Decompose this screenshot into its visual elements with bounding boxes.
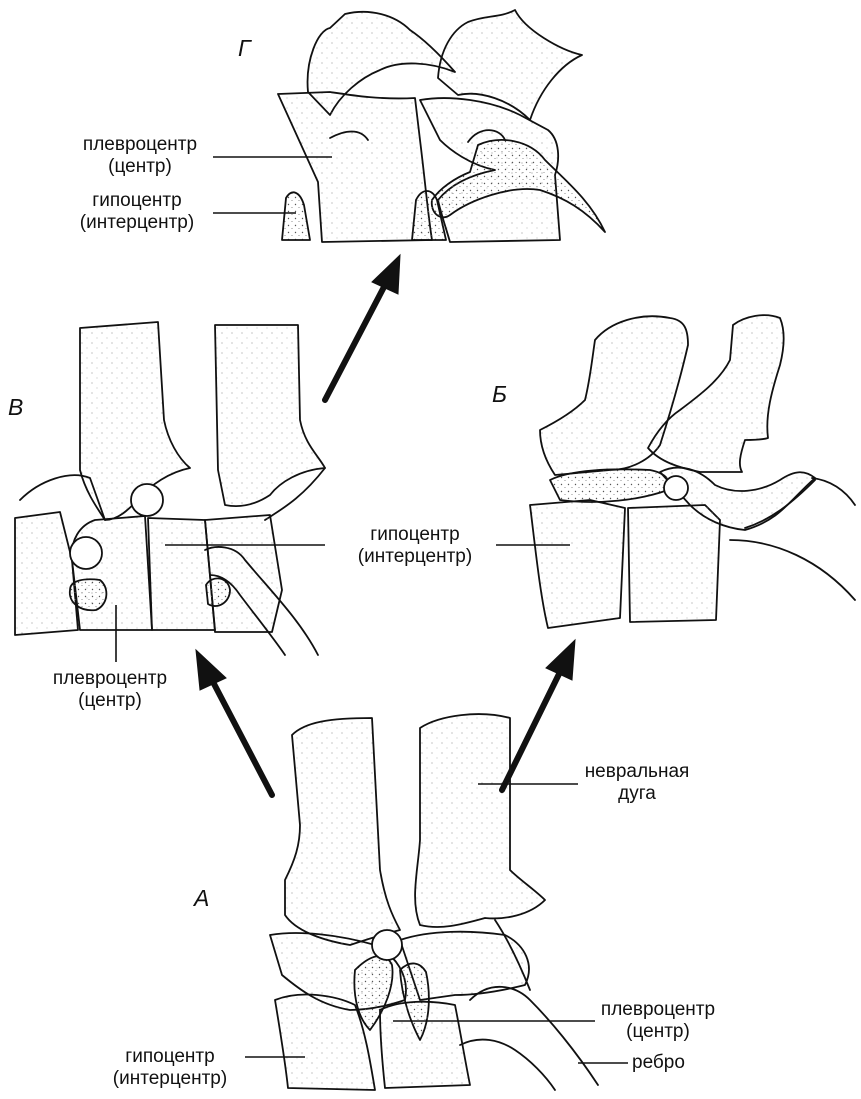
arrow-v-to-g (325, 285, 385, 400)
label-line: дуга (572, 783, 702, 805)
label-line: гипоцентр (340, 524, 490, 546)
label-line: гипоцентр (62, 190, 212, 212)
label-g-hypocenter: гипоцентр (интерцентр) (62, 190, 212, 234)
label-a-pleurocenter: плевроцентр (центр) (588, 999, 728, 1043)
arrow-v-to-g-head (372, 255, 400, 294)
vertebra-group-a (270, 714, 598, 1090)
label-line: плевроцентр (40, 668, 180, 690)
arrow-a-to-v (212, 680, 272, 795)
stage-letter-a: А (194, 885, 209, 912)
label-v-pleurocenter: плевроцентр (центр) (40, 668, 180, 712)
label-line: (центр) (588, 1021, 728, 1043)
label-g-pleurocenter: плевроцентр (центр) (70, 134, 210, 178)
label-line: (интерцентр) (62, 212, 212, 234)
label-line: (интерцентр) (340, 546, 490, 568)
label-line: плевроцентр (70, 134, 210, 156)
label-line: плевроцентр (588, 999, 728, 1021)
stage-letter-b: Б (492, 381, 507, 408)
arrow-a-to-b-head (546, 640, 575, 680)
label-a-hypocenter: гипоцентр (интерцентр) (95, 1046, 245, 1090)
label-line: (центр) (70, 156, 210, 178)
vertebra-group-v (15, 322, 325, 655)
stage-letter-g: Г (238, 35, 251, 62)
stage-letter-v: В (8, 394, 23, 421)
vertebra-group-g (278, 10, 605, 242)
label-line: невральная (572, 761, 702, 783)
label-a-rib: ребро (632, 1052, 712, 1074)
arrow-a-to-v-head (196, 650, 226, 690)
label-vb-hypocenter: гипоцентр (интерцентр) (340, 524, 490, 568)
label-line: (центр) (40, 690, 180, 712)
vertebra-group-b (530, 315, 855, 628)
label-a-neural-arch: невральная дуга (572, 761, 702, 805)
label-line: (интерцентр) (95, 1068, 245, 1090)
label-line: гипоцентр (95, 1046, 245, 1068)
